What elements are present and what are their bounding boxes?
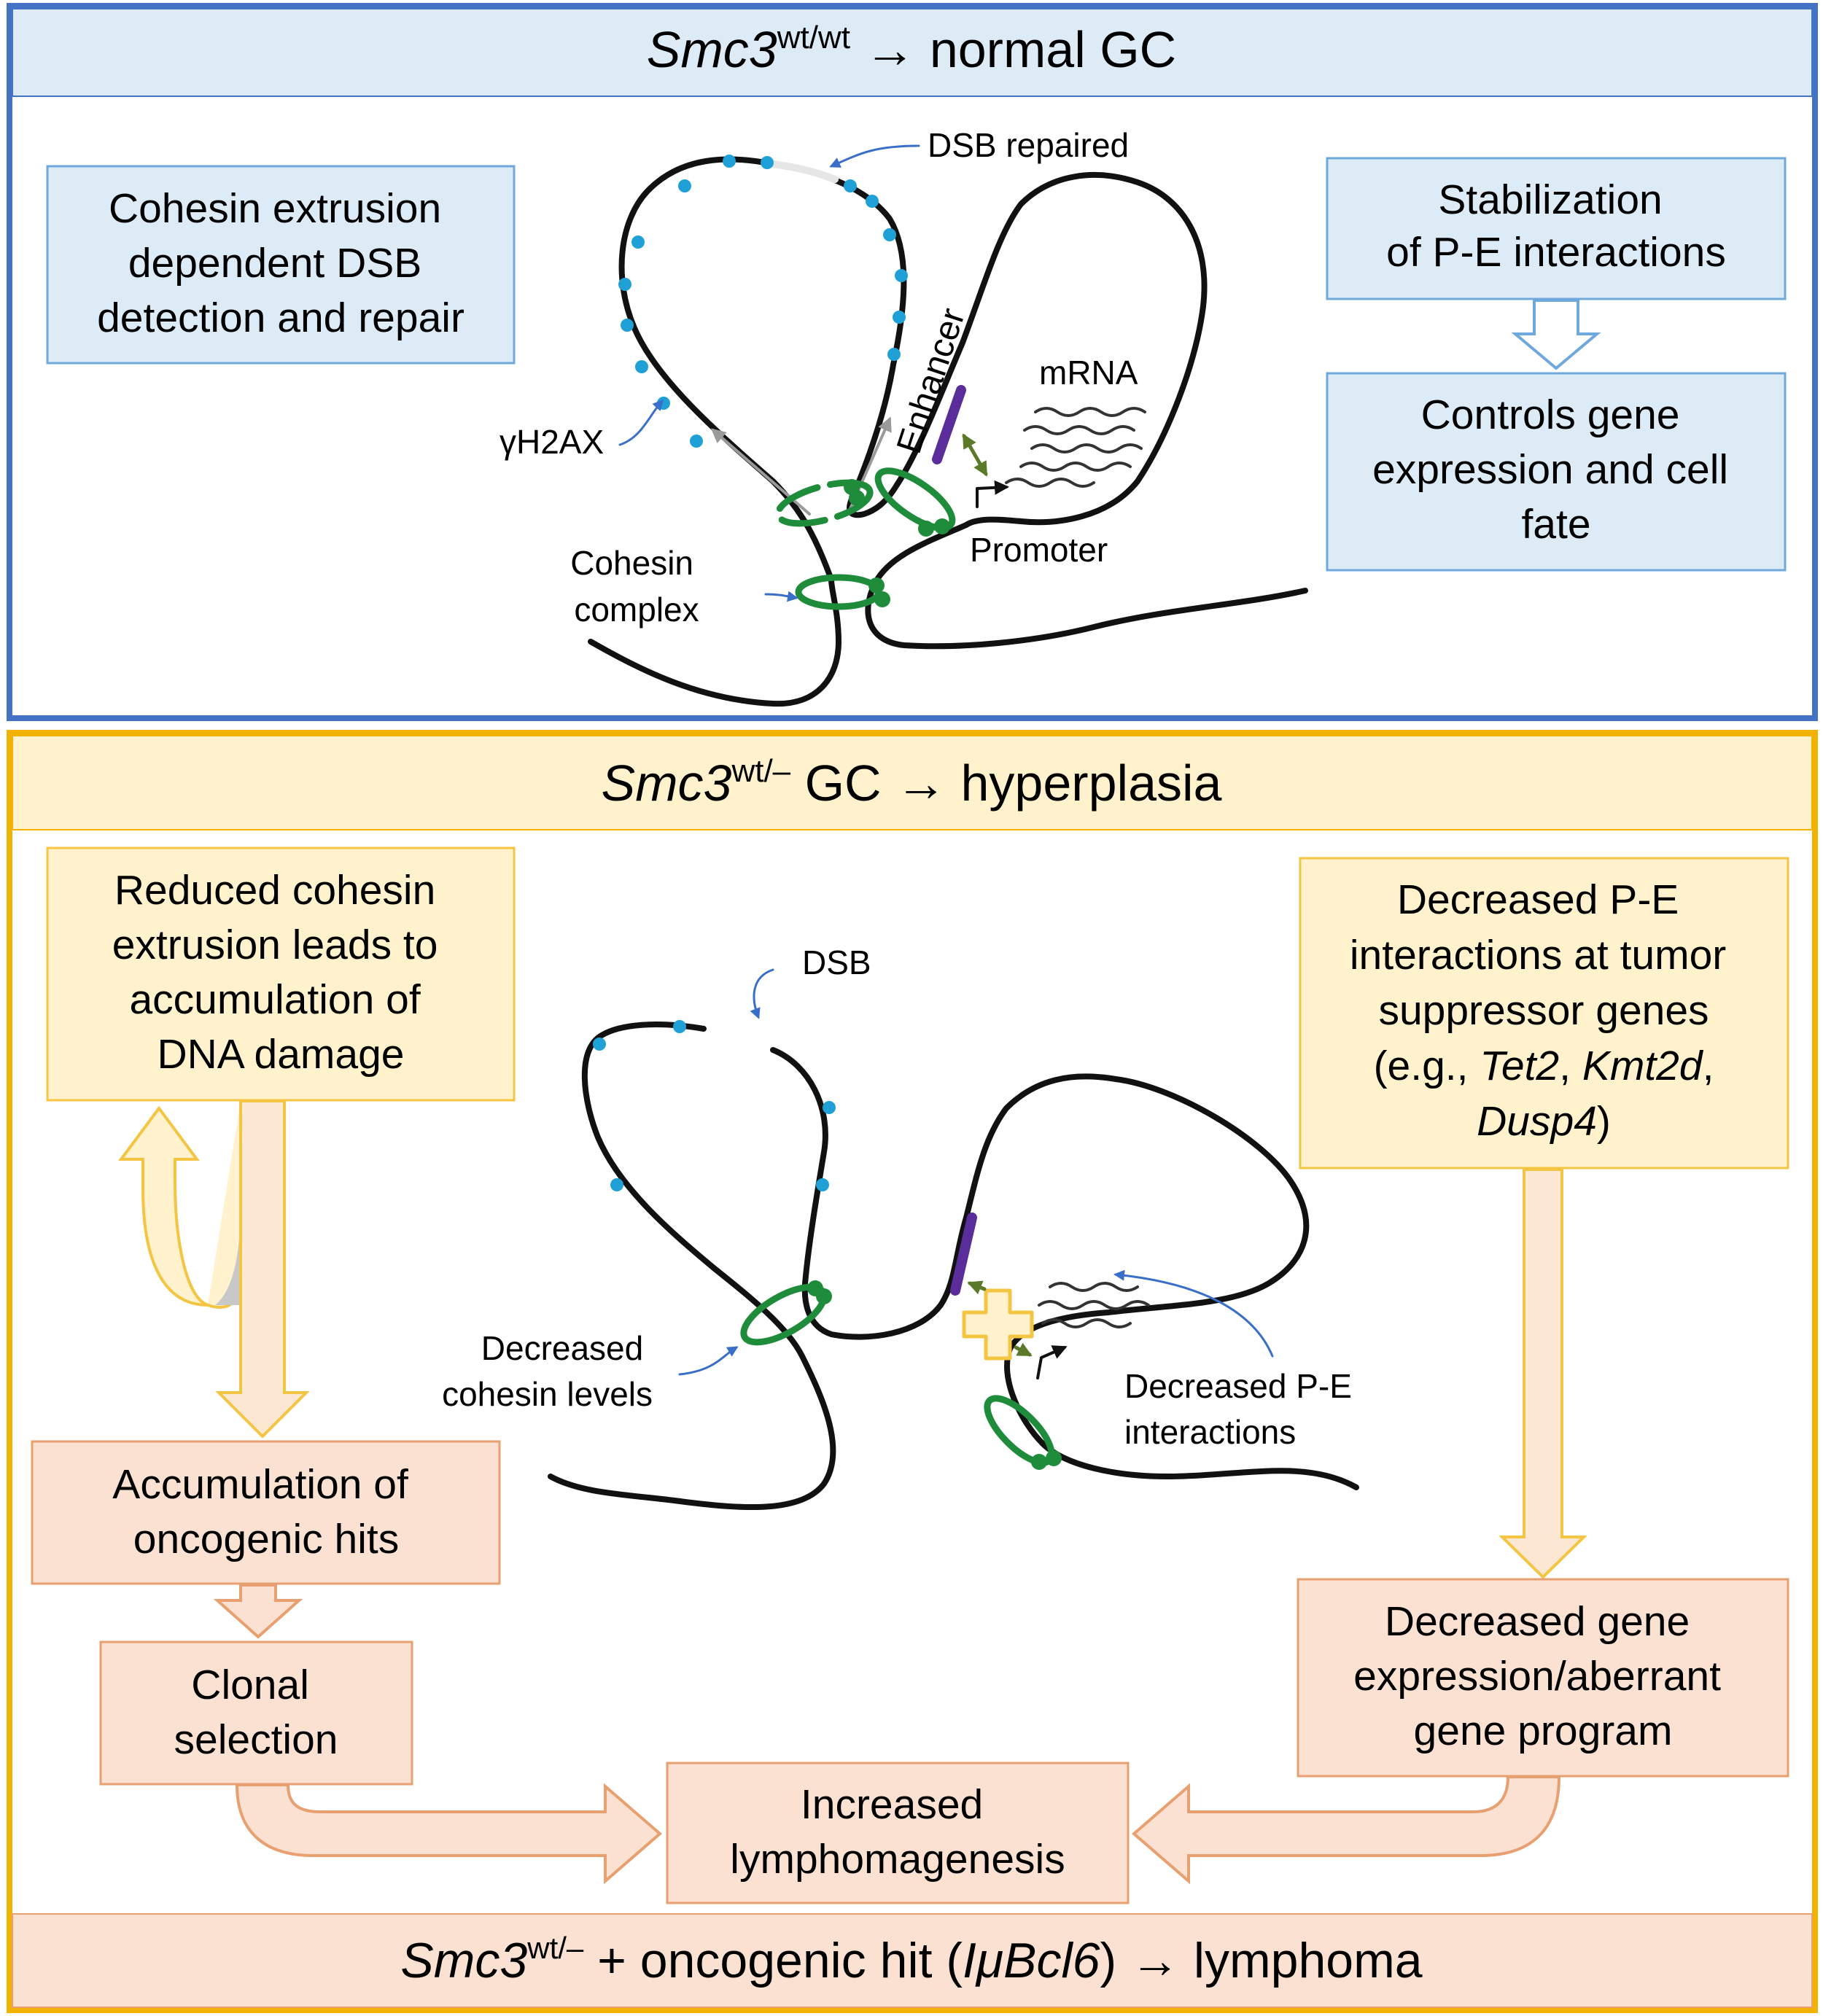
bottom-cohesin-ring-left[interactable] [736, 1276, 832, 1353]
arrow-to-accumulation [215, 1100, 310, 1439]
bottom-footer-text: Smc3wt/– + oncogenic hit (IμBcl6) → lymp… [400, 1931, 1422, 1988]
label-dsb-repaired: DSB repaired [928, 126, 1129, 164]
cohesin-ring-upper-left[interactable] [774, 475, 874, 532]
label-gamma-h2ax: γH2AX [500, 423, 604, 461]
box-decreased-pe-text: Decreased P-E interactions at tumor supp… [1350, 876, 1738, 1034]
label-promoter: Promoter [970, 531, 1108, 569]
callout-dsb-repaired [829, 144, 920, 168]
callout-dsb [750, 968, 774, 1019]
bottom-mrna-squiggles [1038, 1282, 1150, 1328]
bottom-panel-header [12, 735, 1813, 830]
dsb-repaired-segment [769, 160, 839, 183]
box-accumulation-text: Accumulation of oncogenic hits [112, 1461, 419, 1562]
top-panel: Smc3wt/wt → normal GC Cohesin extrusion … [7, 3, 1818, 721]
top-panel-header [12, 8, 1813, 97]
box-controls-gene [1326, 372, 1787, 572]
label-decreased-cohesin: Decreased cohesin levels [442, 1329, 653, 1413]
box-decreased-pe-genes: (e.g., Tet2, Kmt2d, [1374, 1043, 1714, 1089]
box-stabilization-text: Stabilization of P-E interactions [1386, 176, 1726, 276]
callout-gamma-h2ax [618, 399, 664, 446]
box-clonal-selection-text: Clonal selection [174, 1662, 338, 1763]
box-controls-gene-text: Controls gene expression and cell fate [1372, 392, 1740, 548]
box-cohesin-extrusion-text: Cohesin extrusion dependent DSB detectio… [97, 185, 465, 341]
box-reduced-cohesin [46, 847, 516, 1102]
arrow-to-decreased-expression [1499, 1168, 1587, 1579]
bottom-right-loop [963, 1073, 1359, 1490]
promoter-arrow [976, 480, 1009, 508]
gamma-h2ax-dots [618, 155, 908, 448]
arrow-clonal-to-increased [235, 1783, 663, 1885]
box-accumulation [31, 1440, 501, 1585]
box-increased-lymphomagenesis-text: Increased lymphomagenesis [730, 1781, 1065, 1883]
cross-icon [962, 1288, 1034, 1361]
box-decreased-expression-text: Decreased gene expression/aberrant gene … [1353, 1598, 1733, 1754]
callout-decreased-cohesin [678, 1346, 739, 1376]
top-lower-strand [865, 522, 1308, 650]
bottom-left-loop [548, 1021, 836, 1511]
bottom-panel: Smc3wt/– GC → hyperplasia Smc3wt/– + onc… [7, 730, 1818, 2013]
box-cohesin-extrusion [46, 165, 516, 365]
bottom-dna-diagram [548, 968, 1359, 1511]
callout-cohesin [764, 591, 798, 602]
callout-decreased-pe [1113, 1269, 1274, 1358]
mrna-squiggles [1005, 407, 1146, 488]
bottom-left-loop-right [770, 1047, 969, 1340]
arrow-expression-to-increased [1131, 1775, 1561, 1885]
arrow-to-clonal [213, 1584, 303, 1639]
box-decreased-pe [1299, 857, 1789, 1169]
bottom-cohesin-ring-right[interactable] [978, 1389, 1062, 1473]
feedback-loop-arrow [118, 1101, 242, 1309]
cohesin-ring-lower[interactable] [795, 574, 890, 610]
bottom-footer [12, 1913, 1813, 2008]
label-mrna: mRNA [1039, 354, 1138, 392]
down-arrow-blue [1511, 299, 1601, 370]
top-dna-diagram [588, 144, 1308, 707]
label-dsb: DSB [802, 943, 871, 981]
box-decreased-expression [1297, 1578, 1789, 1778]
label-decreased-pe: Decreased P-E interactions [1124, 1367, 1361, 1451]
pe-interaction-arrow [962, 433, 988, 477]
bottom-promoter-arrow [1036, 1345, 1068, 1379]
cohesin-ring-upper-right[interactable] [870, 461, 961, 539]
top-panel-title: Smc3wt/wt → normal GC [647, 20, 1176, 78]
enhancer-segment[interactable] [932, 385, 966, 464]
top-lower-strand-left [588, 577, 841, 707]
bottom-gamma-h2ax-dots [593, 1020, 836, 1191]
box-increased-lymphomagenesis [666, 1762, 1130, 1904]
box-reduced-cohesin-text: Reduced cohesin extrusion leads to accum… [112, 867, 450, 1078]
bottom-pe-arrow-bottom [1014, 1342, 1033, 1357]
box-stabilization [1326, 157, 1787, 300]
box-decreased-pe-genes-2: Dusp4) [1477, 1098, 1611, 1145]
top-right-loop [894, 172, 1208, 528]
bottom-pe-arrow-top [967, 1280, 987, 1295]
label-cohesin-complex: Cohesin complex [570, 544, 703, 628]
bottom-enhancer-segment [950, 1213, 977, 1296]
bottom-panel-title: Smc3wt/– GC → hyperplasia [602, 753, 1222, 812]
